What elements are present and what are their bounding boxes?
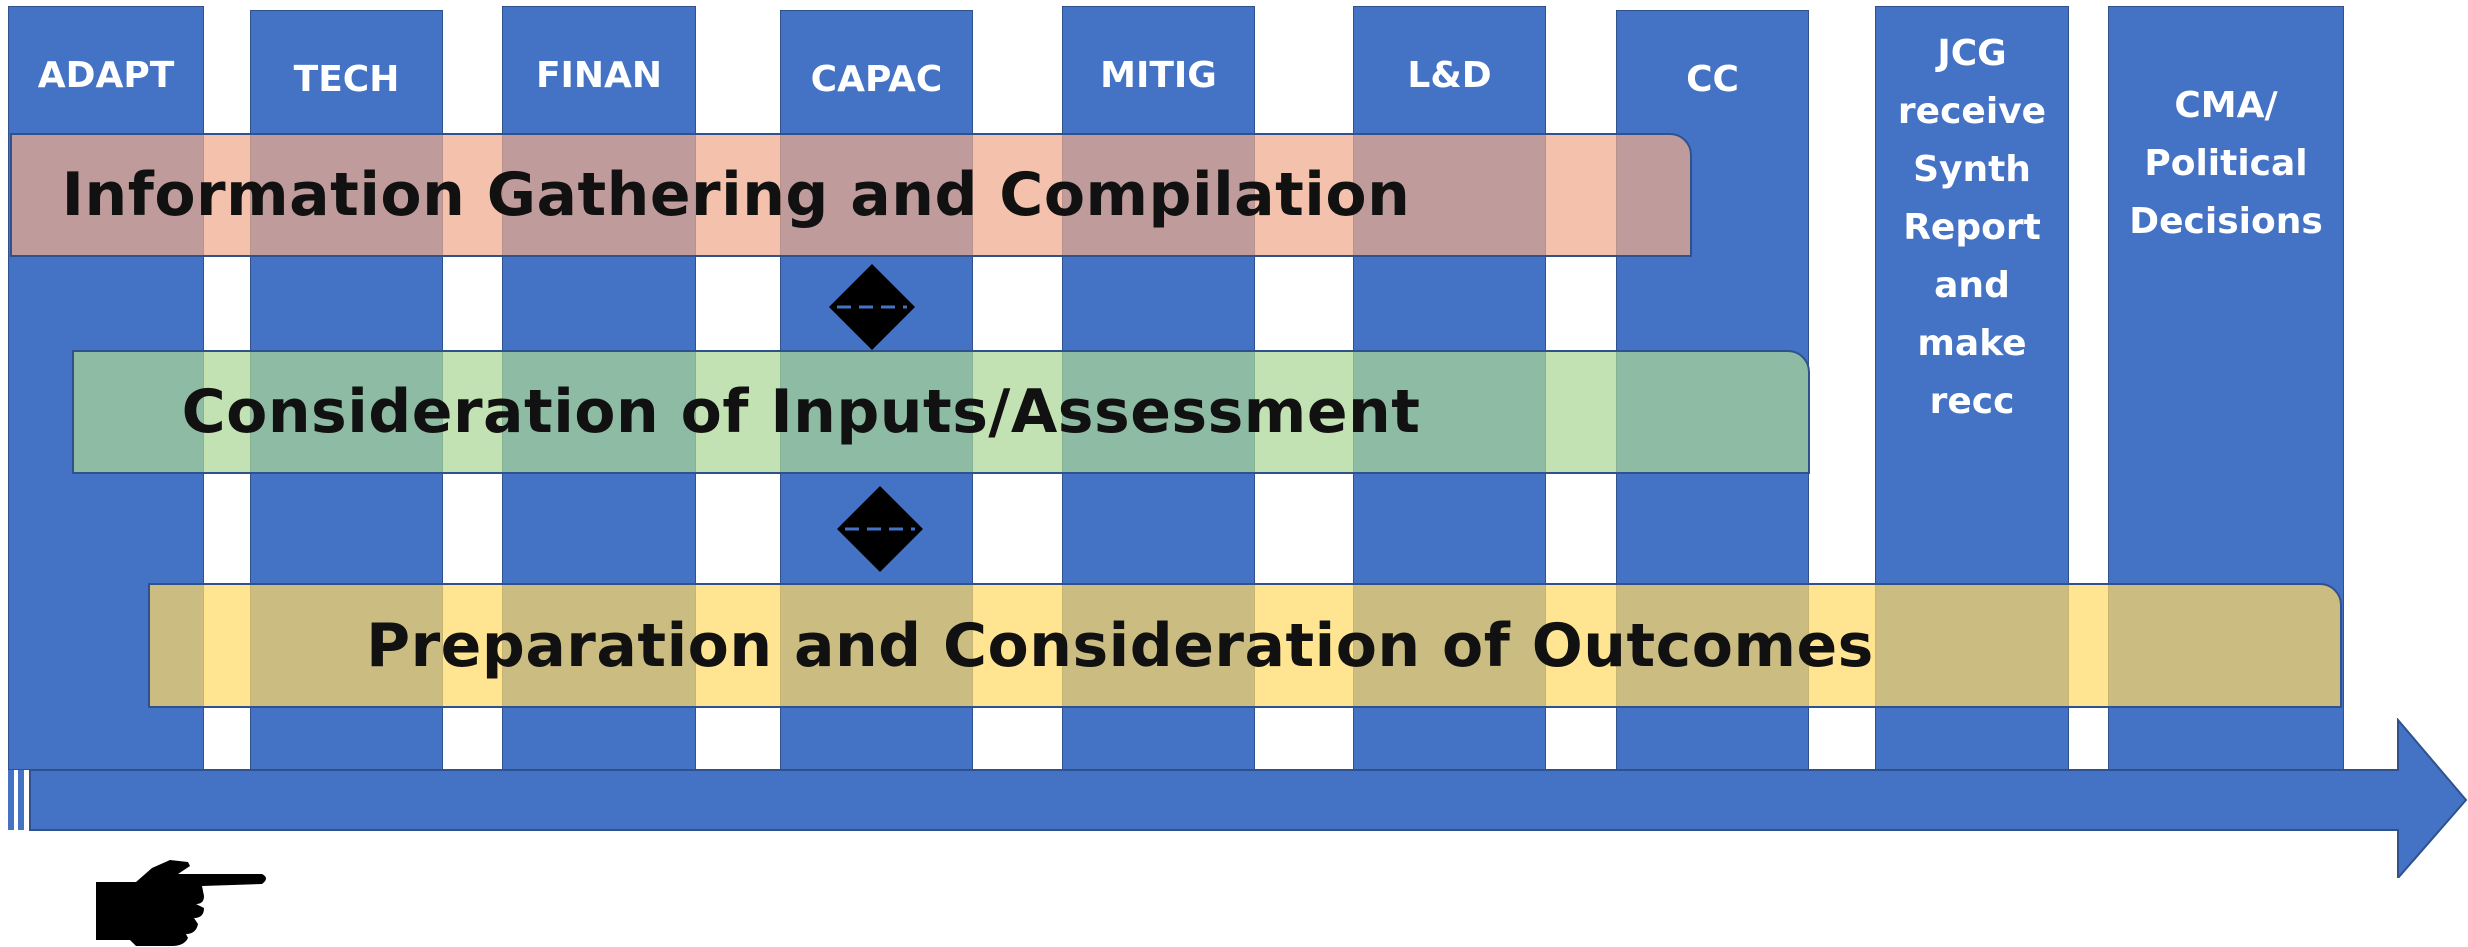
band-preparation-outcomes: Preparation and Consideration of Outcome… [148, 583, 2342, 708]
band-information-gathering: Information Gathering and Compilation [10, 133, 1692, 257]
column-label: FINAN [535, 55, 663, 96]
band-consideration-of-inputs: Consideration of Inputs/Assessment [72, 350, 1810, 474]
column-label: CMA/ Political Decisions [2129, 85, 2323, 242]
band-label: Information Gathering and Compilation [61, 160, 1411, 230]
pointing-hand-icon [96, 860, 266, 946]
column-label: CC [1686, 59, 1739, 100]
column-label: MITIG [1100, 55, 1217, 96]
column-label: JCG receive Synth Report and make recc [1897, 33, 2047, 422]
column-label: TECH [293, 59, 400, 100]
column-label: ADAPT [37, 55, 175, 96]
diamond-connector-icon [829, 264, 915, 350]
column-label: CAPAC [810, 59, 943, 100]
timeline-arrow-icon [8, 718, 2468, 878]
column-label: L&D [1407, 55, 1492, 96]
band-label: Consideration of Inputs/Assessment [181, 377, 1421, 447]
diamond-connector-icon [837, 486, 923, 572]
band-label: Preparation and Consideration of Outcome… [366, 610, 1874, 681]
